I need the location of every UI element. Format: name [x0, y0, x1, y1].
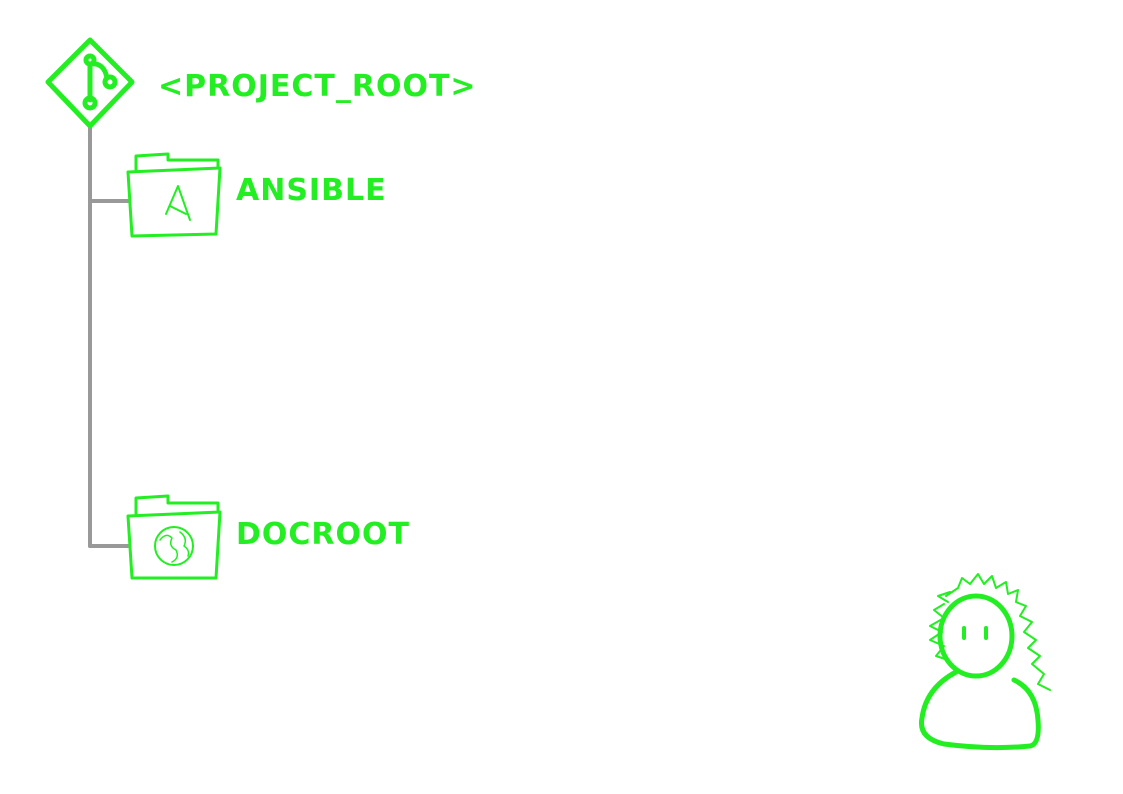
git-icon[interactable] — [45, 37, 135, 129]
tree-item-ansible-label[interactable]: ANSIBLE — [236, 173, 387, 208]
tree-root-label[interactable]: <PROJECT_ROOT> — [158, 69, 477, 104]
tree-item-docroot-label[interactable]: DOCROOT — [236, 517, 410, 552]
tree-connectors — [88, 126, 130, 548]
globe-folder-icon[interactable] — [126, 494, 222, 580]
user-icon[interactable] — [918, 573, 1051, 751]
ansible-folder-icon[interactable] — [126, 152, 222, 238]
